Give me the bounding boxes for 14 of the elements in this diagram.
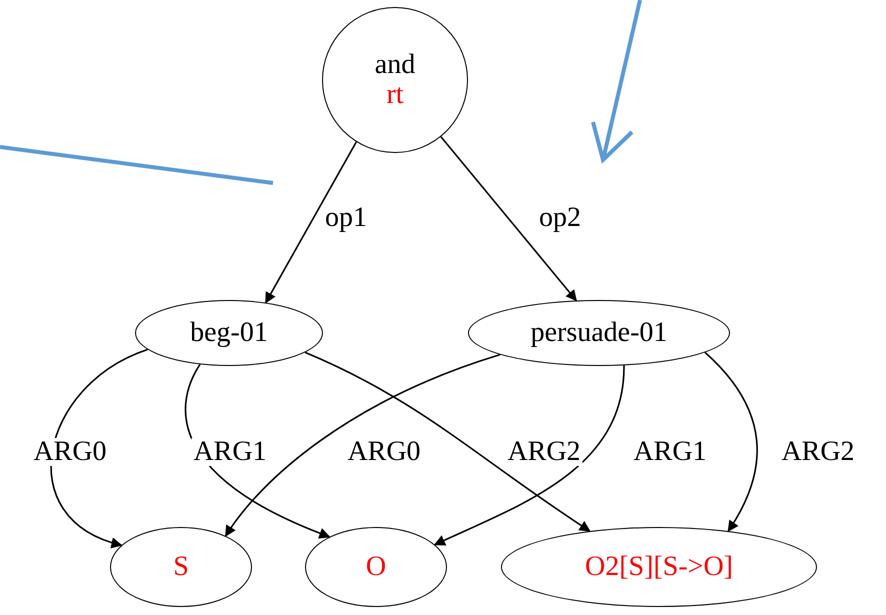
arrow — [304, 352, 591, 532]
arrow — [434, 365, 625, 546]
node-label: and — [374, 50, 416, 80]
arrow — [440, 136, 577, 302]
arrow — [265, 142, 358, 304]
arrow — [225, 354, 500, 537]
node-label: O — [366, 552, 386, 582]
arrow — [50, 348, 148, 548]
node-label: S — [173, 552, 189, 582]
node-label: rt — [386, 80, 404, 110]
arrow — [704, 352, 758, 532]
node-label: beg-01 — [190, 318, 268, 348]
node-label: persuade-01 — [530, 318, 668, 348]
node-label: O2[S][S->O] — [585, 552, 733, 582]
